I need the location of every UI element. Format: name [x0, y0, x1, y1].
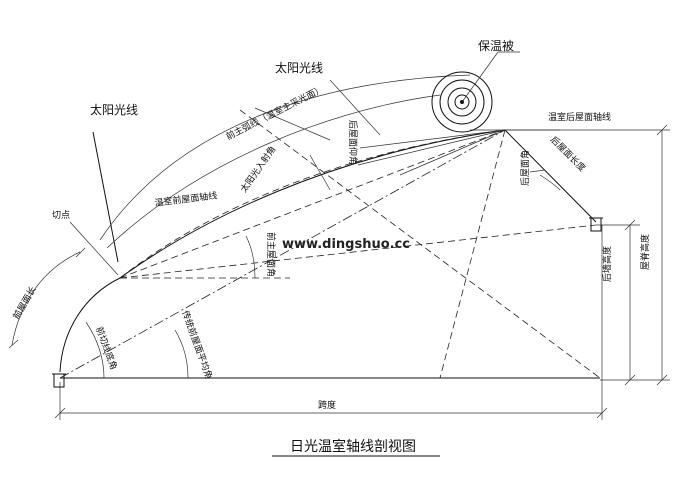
rear-slope-angle-label: 后屋面仰角 — [347, 120, 359, 165]
footing-icon — [52, 373, 66, 388]
span-label: 跨度 — [318, 399, 336, 411]
rear-wall-height-label: 后墙高度 — [601, 246, 613, 282]
front-roof-axis-arc — [119, 129, 506, 279]
rear-roof-length-label: 后屋面长度 — [548, 134, 588, 174]
front-main-arc-label: 前主弧线（温室主采光面） — [224, 83, 326, 143]
rear-roof-angle-label: 后屋面角 — [519, 150, 531, 186]
footing-icon — [589, 217, 603, 232]
front-main-arc — [59, 129, 506, 373]
tangent-point-label: 切点 — [52, 210, 70, 221]
sun-ray-label-2: 太阳光线 — [90, 102, 138, 117]
front-main-roof-angle-label: 前主屋面角 — [265, 232, 277, 277]
front-bottom-angle-arc — [85, 321, 105, 379]
diagram-title: 日光温室轴线剖视图 — [290, 438, 416, 455]
front-roof-span-label: 前屋面长 — [10, 284, 38, 321]
front-roof-axis-label: 温室前屋面轴线 — [154, 189, 218, 209]
front-tangent-angle-label: 前切线底角 — [93, 325, 120, 371]
insulation-quilt-label: 保温被 — [478, 39, 514, 53]
rear-roof-axis-label: 温室后屋面轴线 — [548, 111, 611, 123]
traditional-roof-angle-label: 传统前屋面平均角 — [179, 309, 215, 381]
sun-ray-1 — [92, 131, 119, 263]
rear-roof-line — [504, 129, 597, 223]
front-roof-length-dim — [106, 94, 441, 249]
ridge-height-label: 屋脊高度 — [639, 234, 651, 270]
traditional-roof-line — [59, 129, 506, 379]
watermark: www.dingshuo.cc — [282, 237, 410, 252]
sunlight-incidence-label: 太阳光入射角 — [238, 144, 279, 195]
sun-ray-label-1: 太阳光线 — [275, 60, 323, 75]
